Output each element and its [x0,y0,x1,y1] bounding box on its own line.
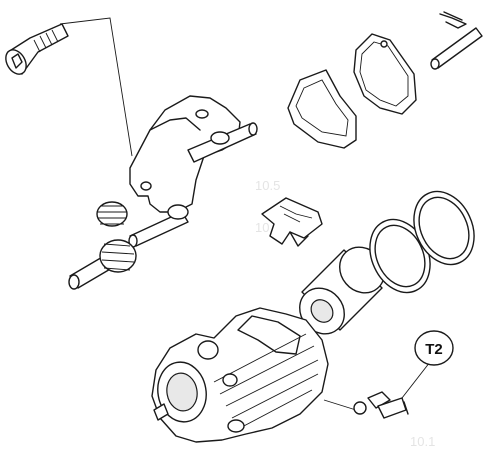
ghost-text-a: 10.5 [255,178,280,193]
caliper-body [151,307,329,443]
dust-seal [413,190,475,266]
brake-pad-inner [287,69,357,149]
torque-callout: T2 [401,330,454,399]
leader-line-bolt [59,17,133,157]
pin-boot [96,201,128,227]
piston-seal [369,218,431,294]
caliper-bolt [5,23,69,75]
guide-pin [68,239,137,290]
callout-label: T2 [425,341,443,358]
ghost-text-c: 10.1 [410,434,435,449]
caliper-bracket [128,95,258,248]
brake-pad-outer [353,33,417,115]
bleeder-valve [323,391,409,419]
pad-pin [430,11,483,70]
pad-spring [261,197,323,247]
